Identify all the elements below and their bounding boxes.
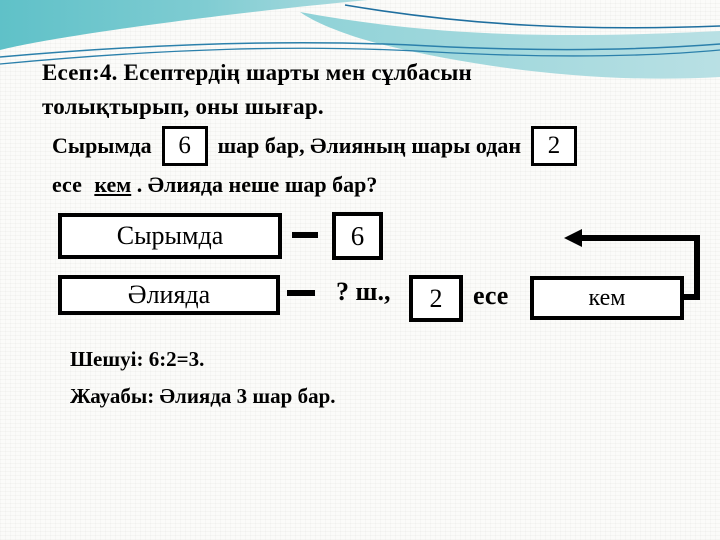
problem-text-part4: . Әлияда неше шар бар? [136,172,378,197]
problem-underlined-word: кем [94,172,132,197]
diagram-row2-value-box: 2 [409,275,463,322]
wave-line-3 [344,4,720,29]
problem-text-part1: Сырымда [52,133,152,158]
diagram-times-word: есе [473,281,509,310]
answer-line: Жауабы: Әлияда 3 шар бар. [70,384,336,408]
diagram-relation-word: кем [588,284,626,311]
diagram-row1-label: Сырымда [116,221,224,250]
wave-shape-left [0,0,368,50]
title-line-1: Есеп:4. Есептердің шарты мен сұлбасын [42,60,472,85]
inline-value-box-6: 6 [161,126,208,166]
dash-connector-row2 [287,290,315,296]
diagram-unknown-text: ? ш., [336,277,391,306]
diagram-row2-value: 2 [429,283,443,313]
solution-line: Шешуі: 6:2=3. [70,347,205,371]
inline-value-6: 6 [178,132,191,159]
diagram-row1-value: 6 [350,220,365,251]
diagram-relation-box: кем [530,276,684,320]
solution-block: Шешуі: 6:2=3. Жауабы: Әлияда 3 шар бар. [70,341,336,415]
wave-shape-right [300,12,720,79]
problem-text-part2: шар бар, Әлияның шары одан [217,133,521,158]
header-wave-decoration [0,0,720,79]
diagram-row1-value-box: 6 [332,212,383,260]
title-line-2: толықтырып, оны шығар. [42,94,324,119]
diagram-row2-label: Әлияда [127,280,211,309]
problem-statement: Сырымда 6 шар бар, Әлияның шары одан 2 е… [52,122,712,198]
wave-line-2 [0,47,720,65]
diagram-row1-label-box: Сырымда [58,213,282,259]
problem-text-part3: есе [52,172,82,197]
problem-line-2: есе кем . Әлияда неше шар бар? [52,172,712,198]
kem-arrow-head [564,229,582,247]
page-title: Есеп:4. Есептердің шарты мен сұлбасын то… [42,56,662,124]
wave-line-1 [0,41,720,58]
inline-value-2: 2 [547,132,561,159]
diagram-row2-label-box: Әлияда [58,275,280,315]
dash-connector-row1 [292,232,318,238]
problem-line-1: Сырымда 6 шар бар, Әлияның шары одан 2 [52,122,712,170]
inline-value-box-2: 2 [531,126,577,166]
